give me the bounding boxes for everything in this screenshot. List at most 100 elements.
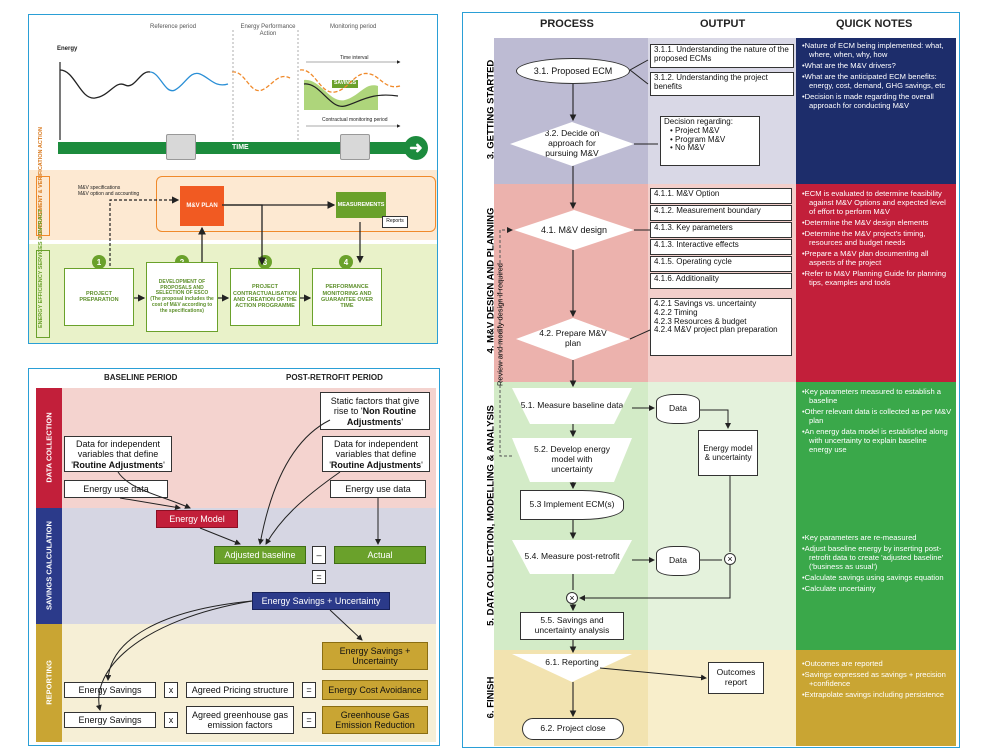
output-4-1-1: 4.1.1. M&V Option [650,188,792,204]
panel-a-time-bar [58,142,410,154]
panel-b-col-post: POST-RETROFIT PERIOD [286,373,383,382]
note-item: An energy data model is established alon… [802,427,952,455]
panel-a-energy-label: Energy [57,46,78,52]
output-3-2-item: • No M&V [670,143,705,153]
output-3-2-item-text: Program M&V [675,134,726,144]
panel-b-data-tab [36,388,62,508]
output-3-2-title: Decision regarding: [664,117,733,126]
indep-right-text-3: ' [421,459,423,470]
note-item: Adjust baseline energy by inserting post… [802,544,952,572]
output-4-2: 4.2.1 Savings vs. uncertainty 4.2.2 Timi… [650,298,792,356]
notes-3-list: Nature of ECM being implemented: what, w… [802,41,952,113]
panel-a-header-epa: Energy Performance Action [240,24,296,37]
note-item: Savings expressed as savings + precision… [802,670,952,689]
energy-use-right-box: Energy use data [330,480,426,498]
panel-a-header-reference: Reference period [150,24,197,30]
panel-a-savings-label: SAVINGS [332,80,359,88]
panel-a-side-mv-strip [36,176,50,236]
output-3-1-2: 3.1.2. Understanding the project benefit… [650,72,794,96]
panel-a-mv-spec-note: M&V specifications M&V option and accoun… [78,185,140,197]
phase-3-label: 3. GETTING STARTED [485,59,497,160]
phase-5-label: 5. DATA COLLECTION, MODELLING & ANALYSIS [485,405,497,626]
note-item: Decision is made regarding the overall a… [802,92,952,111]
panel-c-col-output: OUTPUT [700,18,746,30]
output-4-1-4: 4.1.3. Interactive effects [650,239,792,255]
merge-node-icon-1: × [724,553,736,565]
note-item: Calculate savings using savings equation [802,573,952,583]
output-4-2-1: 4.2.1 Savings vs. uncertainty [654,299,757,308]
indep-left-text-1: Data for independent variables that defi… [71,439,161,470]
output-3-2-item: • Program M&V [670,134,726,144]
row1-pricing: Agreed Pricing structure [186,682,294,698]
step-3-number: 3 [258,255,272,269]
panel-a-contractual-period: Contractual monitoring period [322,117,388,123]
panel-a-side-epc-strip [36,250,50,338]
note-item: ECM is evaluated to determine feasibilit… [802,189,952,217]
static-factors-text-3: ' [401,416,404,427]
energy-use-left-box: Energy use data [64,480,168,498]
phase-6-label: 6. FINISH [485,676,497,719]
step-3-box: PROJECT CONTRACTUALISATION AND CREATION … [230,268,300,326]
output-3-2-item: • Project M&V [670,125,720,135]
note-item: What are the M&V drivers? [802,61,952,71]
outcomes-report-doc: Outcomes report [708,662,764,694]
arrow-right-icon: ➜ [404,136,428,160]
measurements-box: MEASUREMENTS [336,192,386,218]
equals-box-1: = [312,570,326,584]
note-item: Determine the M&V design elements [802,218,952,228]
note-item: Prepare a M&V plan documenting all aspec… [802,249,952,268]
notes-5a-list: Key parameters measured to establish a b… [802,387,952,457]
row1-x: x [164,682,178,698]
note-item: Extrapolate savings including persistenc… [802,690,952,700]
note-item: Calculate uncertainty [802,584,952,594]
panel-b-sec-data: DATA COLLECTION [44,412,54,483]
output-3-2-item-text: No M&V [675,143,705,153]
static-factors-text-2: Non Routine Adjustments [346,406,417,427]
output-4-1-3: 4.1.3. Key parameters [650,222,792,238]
review-modify-label: Review and modify design if required [495,263,505,386]
report-savings-uncertainty-box: Energy Savings + Uncertainty [322,642,428,670]
notes-4-list: ECM is evaluated to determine feasibilit… [802,189,952,290]
row2-equals: = [302,712,316,728]
process-5-4-measure-post: 5.4. Measure post-retrofit [512,540,632,574]
data-store-1: Data [656,394,700,424]
process-5-2-develop-model: 5.2. Develop energy model with uncertain… [512,438,632,482]
step-2-box: DEVELOPMENT OF PROPOSALS AND SELECTION O… [146,262,218,332]
row1-equals: = [302,682,316,698]
note-item: Key parameters are re-measured [802,533,952,543]
process-3-1-proposed-ecm: 3.1. Proposed ECM [516,58,630,84]
row2-ghg-factors: Agreed greenhouse gas emission factors [186,706,294,734]
actual-box: Actual [334,546,426,564]
panel-a-time-interval: Time interval [340,55,369,61]
row2-ghg-reduction: Greenhouse Gas Emission Reduction [322,706,428,734]
energy-model-box: Energy Model [156,510,238,528]
output-4-1-5: 4.1.5. Operating cycle [650,256,792,272]
row1-cost-avoidance: Energy Cost Avoidance [322,680,428,700]
merge-node-icon-2: × [566,592,578,604]
note-item: What are the anticipated ECM benefits: e… [802,72,952,91]
note-item: Key parameters measured to establish a b… [802,387,952,406]
note-item: Determine the M&V project's timing, reso… [802,229,952,248]
static-factors-text-1: Static factors that give rise to ' [330,396,420,417]
data-store-2: Data [656,546,700,576]
output-4-2-4: 4.2.4 M&V project plan preparation [654,325,778,335]
note-item: Nature of ECM being implemented: what, w… [802,41,952,60]
panel-b-sec-reporting: REPORTING [44,660,54,705]
step-4-box: PERFORMANCE MONITORING AND GUARANTEE OVE… [312,268,382,326]
row2-energy-savings: Energy Savings [64,712,156,728]
note-item: Other relevant data is collected as per … [802,407,952,426]
output-4-1-2: 4.1.2. Measurement boundary [650,205,792,221]
step-1-number: 1 [92,255,106,269]
meter-device-icon-2 [340,134,370,160]
process-5-1-measure-baseline: 5.1. Measure baseline data [512,388,632,424]
reports-doc: Reports [382,216,408,228]
mv-plan-box: M&V PLAN [180,186,224,226]
panel-b-savings-tab [36,508,62,624]
indep-left-text-3: ' [163,459,165,470]
output-4-1-6: 4.1.6. Additionality [650,273,792,289]
energy-model-output: Energy model & uncertainty [698,430,758,476]
panel-b-report-tab [36,624,62,742]
panel-c-col-process: PROCESS [540,18,594,30]
adjusted-baseline-box: Adjusted baseline [214,546,306,564]
notes-6-list: Outcomes are reported Savings expressed … [802,659,952,702]
